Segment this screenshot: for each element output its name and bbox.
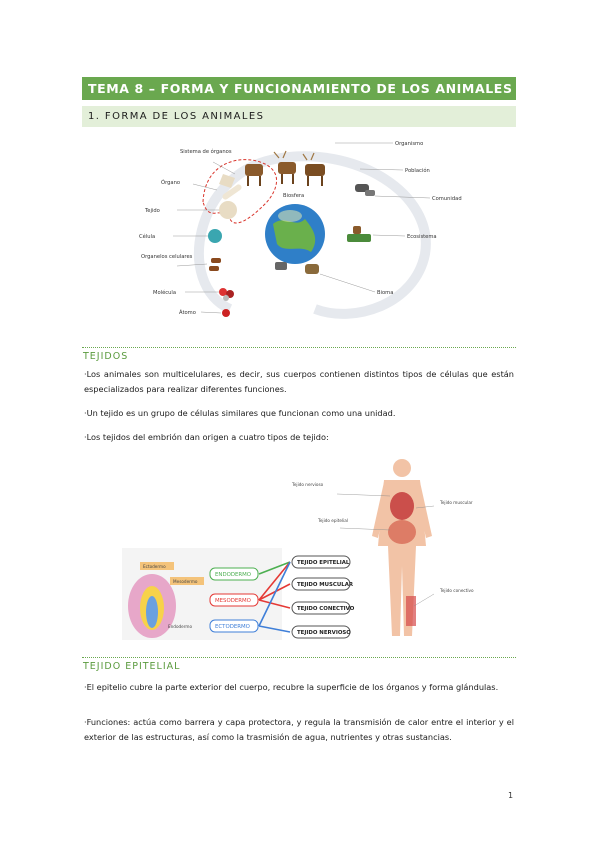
section-heading-tejido-epitelial: TEJIDO EPITELIAL — [83, 661, 181, 672]
label-organism: Organismo — [395, 141, 423, 147]
paragraph: ·Un tejido es un grupo de células simila… — [84, 408, 396, 418]
tissue-icon — [219, 201, 237, 219]
svg-text:ECTODERMO: ECTODERMO — [215, 624, 250, 630]
section-heading-tejidos: TEJIDOS — [83, 351, 129, 362]
body-label-nervioso: Tejido nervioso — [291, 482, 324, 487]
chapter-title: TEMA 8 – FORMA Y FUNCIONAMIENTO DE LOS A… — [82, 77, 516, 100]
body-label-muscular: Tejido muscular — [439, 500, 473, 505]
human-body-icon — [372, 459, 432, 636]
paragraph: ·El epitelio cubre la parte exterior del… — [84, 682, 499, 692]
paragraph: ·Funciones: actúa como barrera y capa pr… — [84, 717, 514, 742]
page-number: 1 — [508, 791, 514, 800]
label-organ: Órgano — [161, 179, 180, 186]
label-molecule: Molécula — [153, 289, 176, 296]
label-ecosystem: Ecosistema — [407, 234, 437, 240]
tissue-types-figure: Ectodermo Mesodermo Endodermo ENDODERMO … — [122, 459, 474, 640]
label-community: Comunidad — [432, 196, 462, 202]
cell-icon — [208, 229, 222, 243]
ectoderm-tag — [140, 562, 174, 570]
embryo-label-endodermo: Endodermo — [168, 624, 192, 629]
germ-layer-ectodermo — [209, 619, 259, 633]
svg-text:TEJIDO EPITELIAL: TEJIDO EPITELIAL — [297, 560, 350, 566]
label-organelles: Organelos celulares — [141, 254, 193, 260]
germ-layer-mesodermo — [209, 593, 259, 607]
paragraph: ·Los animales son multicelulares, es dec… — [84, 369, 514, 394]
section-title: 1. FORMA DE LOS ANIMALES — [82, 106, 516, 127]
embryo-label-mesodermo: Mesodermo — [173, 579, 198, 584]
svg-text:MESODERMO: MESODERMO — [215, 598, 251, 604]
label-biosphere: Biosfera — [283, 193, 304, 199]
label-cell: Célula — [139, 233, 155, 240]
section-divider — [82, 657, 516, 658]
organelle-icon — [211, 258, 221, 263]
body-label-epitelial: Tejido epitelial — [317, 518, 348, 523]
embryo-label-ectodermo: Ectodermo — [143, 564, 166, 569]
community-animals-icon — [275, 184, 375, 274]
organization-levels-figure: Sistema de órganos Órgano Tejido Célula … — [135, 134, 462, 330]
molecule-icon — [223, 295, 229, 301]
mesoderm-tag — [170, 577, 204, 585]
svg-text:TEJIDO MUSCULAR: TEJIDO MUSCULAR — [297, 582, 354, 588]
section-divider — [82, 347, 516, 348]
label-tissue: Tejido — [144, 208, 160, 214]
paragraph: ·Los tejidos del embrión dan origen a cu… — [84, 432, 329, 442]
svg-text:TEJIDO CONECTIVO: TEJIDO CONECTIVO — [297, 606, 355, 612]
label-atom: Átomo — [179, 309, 196, 316]
tissue-box-conectivo — [291, 601, 351, 615]
label-organ-system: Sistema de órganos — [180, 148, 232, 155]
embryo-icon — [128, 574, 176, 638]
body-label-conectivo: Tejido conectivo — [439, 588, 474, 593]
tissue-box-muscular — [291, 577, 351, 591]
organ-system-icon — [219, 174, 235, 188]
moose-icon — [245, 150, 325, 186]
tissue-box-epitelial — [291, 555, 351, 569]
germ-layer-endodermo — [209, 567, 259, 581]
bone-icon — [222, 184, 242, 200]
tissue-box-nervioso — [291, 625, 351, 639]
atom-icon — [222, 309, 230, 317]
svg-text:ENDODERMO: ENDODERMO — [215, 572, 251, 578]
svg-text:TEJIDO NERVIOSO: TEJIDO NERVIOSO — [297, 630, 351, 636]
label-population: Población — [405, 167, 430, 174]
label-biome: Bioma — [377, 290, 393, 296]
